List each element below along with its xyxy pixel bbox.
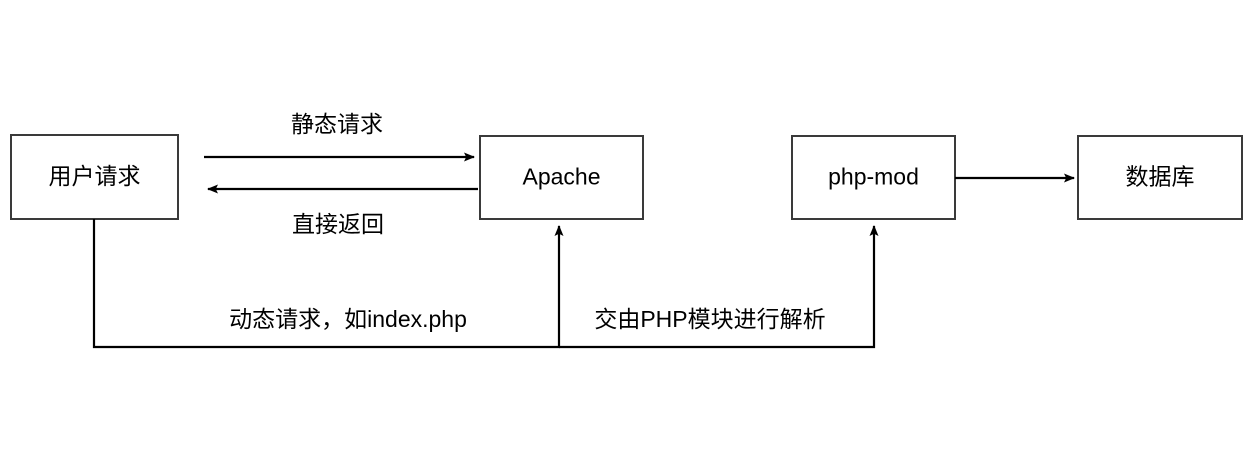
edge-label-static-request: 静态请求 (291, 111, 383, 137)
edge-static-request: 静态请求 (204, 111, 475, 162)
edge-label-direct-return: 直接返回 (292, 211, 384, 237)
node-box-php-mod (791, 135, 956, 220)
node-box-database (1077, 135, 1243, 220)
node-label-php-mod: php-mod (828, 164, 919, 190)
node-user-request[interactable]: 用户请求 (10, 134, 179, 220)
node-php-mod[interactable]: php-mod (791, 135, 956, 220)
edge-dynamic-request: 动态请求，如index.php (92, 219, 564, 349)
node-database[interactable]: 数据库 (1077, 135, 1243, 220)
edge-label-dynamic-request: 动态请求，如index.php (229, 306, 467, 332)
node-box-user-request (10, 134, 179, 220)
edge-label-php-parse: 交由PHP模块进行解析 (594, 306, 825, 332)
node-label-user-request: 用户请求 (49, 163, 141, 189)
edge-direct-return: 直接返回 (207, 184, 478, 237)
node-label-apache: Apache (522, 164, 600, 190)
node-apache[interactable]: Apache (479, 135, 644, 220)
edge-php-parse: 交由PHP模块进行解析 (559, 225, 879, 349)
edge-arrow-php-parse (559, 225, 879, 349)
node-label-database: 数据库 (1126, 164, 1195, 190)
edge-arrow-dynamic-request (92, 219, 564, 349)
node-box-apache (479, 135, 644, 220)
